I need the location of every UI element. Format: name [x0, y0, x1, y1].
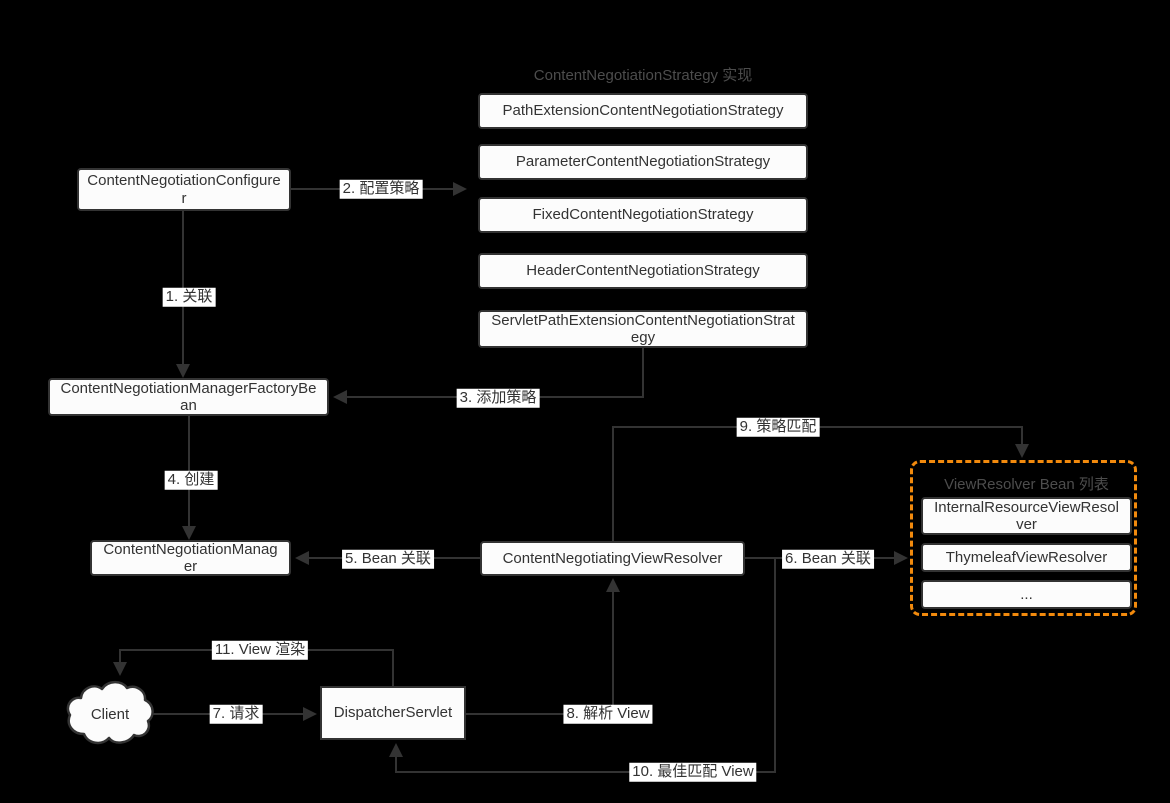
- edge-label-2: 2. 配置策略: [339, 179, 423, 199]
- edge-5-arrowhead: [295, 551, 309, 565]
- node-label: DispatcherServlet: [333, 704, 453, 722]
- node-content-negotiation-manager-factory-bean: ContentNegotiationManagerFactoryBean: [48, 378, 329, 416]
- node-content-negotiating-view-resolver: ContentNegotiatingViewResolver: [480, 541, 745, 576]
- edge-8-line: [466, 592, 614, 715]
- edge-label-6: 6. Bean 关联: [782, 549, 874, 569]
- edge-7-arrowhead: [303, 707, 317, 721]
- edge-2-arrowhead: [453, 182, 467, 196]
- node-client: Client: [64, 676, 156, 752]
- edge-label-9: 9. 策略匹配: [736, 417, 820, 437]
- edge-label-3: 3. 添加策略: [456, 388, 540, 408]
- node-label: ContentNegotiationManagerFactoryBean: [60, 379, 317, 414]
- cloud-icon: [66, 680, 154, 745]
- strategy-node-label: PathExtensionContentNegotiationStrategy: [502, 102, 784, 120]
- edge-label-1: 1. 关联: [162, 287, 216, 307]
- resolver-item: ThymeleafViewResolver: [921, 543, 1132, 572]
- strategy-node: ParameterContentNegotiationStrategy: [478, 144, 808, 180]
- edge-10-arrowhead: [389, 743, 403, 757]
- strategy-cluster-title: ContentNegotiationStrategy 实现: [533, 67, 753, 84]
- node-label: Client: [90, 705, 130, 723]
- edge-9-arrowhead: [1015, 444, 1029, 458]
- node-dispatcher-servlet: DispatcherServlet: [320, 686, 466, 740]
- edge-6-arrowhead: [894, 551, 908, 565]
- view-resolver-bean-list-title: ViewResolver Bean 列表: [944, 476, 1109, 493]
- edge-label-8: 8. 解析 View: [563, 704, 653, 724]
- resolver-item-label: ThymeleafViewResolver: [945, 548, 1108, 566]
- resolver-item-label: ...: [1020, 585, 1033, 603]
- edge-label-11: 11. View 渲染: [211, 640, 309, 660]
- node-label: ContentNegotiatingViewResolver: [502, 549, 723, 567]
- edge-11-arrowhead: [113, 662, 127, 676]
- view-resolver-bean-list-container: ViewResolver Bean 列表 InternalResourceVie…: [910, 460, 1137, 616]
- resolver-item-label: InternalResourceViewResolver: [934, 498, 1119, 533]
- node-label: ContentNegotiationConfigurer: [87, 172, 281, 207]
- resolver-item: ...: [921, 580, 1132, 609]
- strategy-node: HeaderContentNegotiationStrategy: [478, 253, 808, 289]
- edge-1-arrowhead: [176, 364, 190, 378]
- edge-8-arrowhead: [606, 578, 620, 592]
- node-label: ContentNegotiationManager: [103, 540, 278, 575]
- node-content-negotiation-configurer: ContentNegotiationConfigurer: [77, 168, 291, 211]
- resolver-item: InternalResourceViewResolver: [921, 497, 1132, 535]
- edge-label-10: 10. 最佳匹配 View: [629, 762, 757, 782]
- strategy-node-label: FixedContentNegotiationStrategy: [532, 206, 754, 224]
- strategy-node: FixedContentNegotiationStrategy: [478, 197, 808, 233]
- node-content-negotiation-manager: ContentNegotiationManager: [90, 540, 291, 576]
- edge-10-line: [395, 558, 776, 773]
- edge-3-arrowhead: [333, 390, 347, 404]
- edge-label-4: 4. 创建: [164, 470, 218, 490]
- edge-label-5: 5. Bean 关联: [342, 549, 434, 569]
- edge-4-arrowhead: [182, 526, 196, 540]
- strategy-node-label: ServletPathExtensionContentNegotiationSt…: [491, 311, 795, 346]
- edge-3-line: [347, 348, 644, 398]
- edge-label-7: 7. 请求: [209, 704, 263, 724]
- strategy-node: ServletPathExtensionContentNegotiationSt…: [478, 310, 808, 348]
- strategy-node-label: ParameterContentNegotiationStrategy: [515, 153, 771, 171]
- strategy-node: PathExtensionContentNegotiationStrategy: [478, 93, 808, 129]
- strategy-node-label: HeaderContentNegotiationStrategy: [526, 262, 760, 280]
